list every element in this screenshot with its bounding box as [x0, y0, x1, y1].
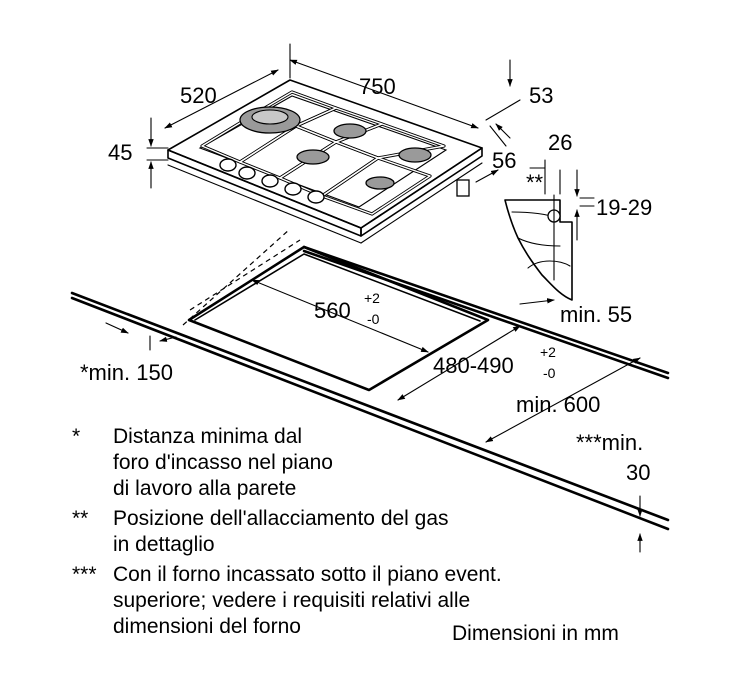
burner-front-right	[365, 176, 395, 190]
label-gas-offset-front: 56	[492, 148, 516, 173]
label-oven-min-1: ***min.	[576, 430, 643, 455]
burner-rear-right	[398, 147, 432, 163]
note-1-line-3: di lavoro alla parete	[113, 477, 296, 500]
label-gas-offset: 53	[529, 83, 553, 108]
label-cutout-width-tol-minus: -0	[367, 311, 380, 327]
label-width: 750	[359, 74, 396, 99]
burner-rear-middle	[333, 123, 367, 139]
burner-front-left	[296, 149, 330, 165]
gas-connection-detail	[504, 169, 595, 301]
dimension-lines	[105, 43, 643, 553]
label-worktop-depth-min: min. 600	[516, 392, 600, 417]
note-3-line-2: superiore; vedere i requisiti relativi a…	[113, 589, 470, 612]
gas-connection-stub	[456, 179, 470, 197]
note-1-line-1: Distanza minima dal	[113, 425, 302, 448]
note-1-line-2: foro d'incasso nel piano	[113, 451, 333, 474]
note-1-marker: *	[72, 425, 80, 448]
label-gas-detail-height: 19-29	[596, 195, 652, 220]
control-knobs	[219, 158, 325, 204]
label-cutout-depth-tol-minus: -0	[543, 365, 556, 381]
label-cutout-depth-tol-plus: +2	[540, 344, 556, 360]
note-3-line-3: dimensioni del forno	[113, 615, 301, 638]
label-gas-detail-width: 26	[548, 130, 572, 155]
label-oven-min-2: 30	[626, 460, 650, 485]
note-2-marker: **	[72, 507, 88, 530]
label-cutout-depth: 480-490	[433, 353, 514, 378]
note-3-line-1: Con il forno incassato sotto il piano ev…	[113, 563, 502, 586]
label-cutout-width: 560	[314, 298, 351, 323]
dimension-labels: 750 520 45 53 56 26 ** 19-29 560 +2 -0 4…	[80, 74, 652, 485]
units-label: Dimensioni in mm	[452, 622, 619, 645]
label-depth: 520	[180, 83, 217, 108]
label-height: 45	[108, 140, 132, 165]
note-2-line-2: in dettaglio	[113, 533, 215, 556]
note-3-marker: ***	[72, 563, 97, 586]
notes: * Distanza minima dal foro d'incasso nel…	[72, 425, 619, 645]
note-2-line-1: Posizione dell'allacciamento del gas	[113, 507, 449, 530]
label-edge-min: min. 55	[560, 302, 632, 327]
label-gas-marker: **	[526, 170, 544, 195]
label-cutout-width-tol-plus: +2	[364, 290, 380, 306]
label-wall-min: *min. 150	[80, 360, 173, 385]
